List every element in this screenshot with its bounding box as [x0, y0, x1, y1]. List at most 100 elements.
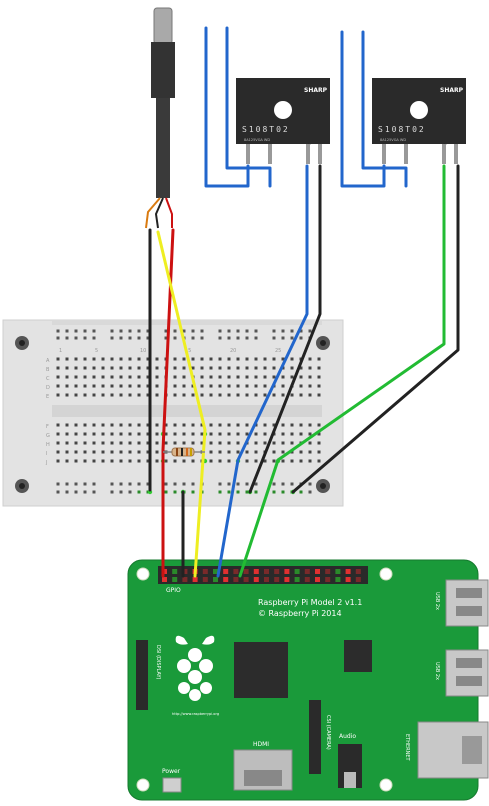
temperature-sensor-probe [145, 7, 175, 229]
breadboard-hole [290, 375, 294, 379]
gpio-pin [274, 569, 280, 574]
breadboard-hole [119, 423, 123, 427]
breadboard-hole [227, 482, 231, 486]
gpio-pin [355, 577, 361, 582]
breadboard-hole [155, 459, 159, 463]
breadboard-hole [263, 432, 267, 436]
breadboard-hole [290, 366, 294, 370]
breadboard-hole [272, 423, 276, 427]
breadboard-hole [299, 423, 303, 427]
solid-state-relay-1: SHARP S108T02 8A125VGA WD + - [236, 78, 330, 164]
breadboard-hole [209, 393, 213, 397]
breadboard-hole [209, 366, 213, 370]
breadboard-hole [272, 459, 276, 463]
breadboard-hole [110, 459, 114, 463]
breadboard-hole [119, 490, 123, 494]
breadboard-hole [128, 459, 132, 463]
breadboard-hole [227, 357, 231, 361]
solid-state-relay-2: SHARP S108T02 8A125VGA WD + - [372, 78, 466, 164]
breadboard-hole [92, 441, 96, 445]
breadboard-hole [254, 450, 258, 454]
breadboard-hole [65, 336, 69, 340]
breadboard-hole [254, 366, 258, 370]
usb-port-top [445, 579, 489, 627]
breadboard-hole [119, 459, 123, 463]
breadboard-hole [218, 450, 222, 454]
breadboard-hole [155, 441, 159, 445]
col-number: 15 [185, 348, 191, 354]
wire-blue [204, 26, 250, 188]
gpio-pin [335, 569, 341, 574]
breadboard-hole [299, 366, 303, 370]
gpio-pin [325, 569, 331, 574]
breadboard-hole [236, 482, 240, 486]
breadboard-hole [281, 384, 285, 388]
breadboard-hole [272, 490, 276, 494]
breadboard-hole [290, 336, 294, 340]
breadboard-hole [101, 366, 105, 370]
relay2-model: S108T02 [378, 125, 426, 134]
breadboard-hole [56, 490, 60, 494]
breadboard-hole [209, 423, 213, 427]
gpio-pin [294, 577, 300, 582]
breadboard-hole [173, 366, 177, 370]
breadboard-hole [173, 459, 177, 463]
breadboard-hole [128, 329, 132, 333]
breadboard-hole [236, 336, 240, 340]
breadboard-hole [317, 366, 321, 370]
col-number: 10 [140, 348, 146, 354]
breadboard-hole [272, 375, 276, 379]
breadboard-hole [317, 393, 321, 397]
breadboard-hole [146, 432, 150, 436]
breadboard-hole [317, 423, 321, 427]
breadboard-hole [245, 329, 249, 333]
breadboard-hole [299, 450, 303, 454]
breadboard-hole [182, 393, 186, 397]
breadboard-hole [218, 336, 222, 340]
wire-blue [340, 30, 386, 188]
breadboard-hole [200, 329, 204, 333]
breadboard-hole [65, 393, 69, 397]
breadboard-hole [191, 432, 195, 436]
breadboard-hole [110, 384, 114, 388]
resistor [163, 447, 205, 457]
breadboard-hole [83, 375, 87, 379]
breadboard-hole [281, 393, 285, 397]
breadboard-hole [236, 450, 240, 454]
breadboard-hole [128, 432, 132, 436]
breadboard-hole [191, 441, 195, 445]
breadboard-hole [173, 375, 177, 379]
row-letter: C [46, 376, 50, 382]
breadboard-hole [128, 384, 132, 388]
breadboard-hole [299, 329, 303, 333]
gpio-pin [345, 569, 351, 574]
lan-chip [344, 640, 372, 672]
breadboard-hole [74, 336, 78, 340]
breadboard-hole [92, 423, 96, 427]
row-letter: F [46, 424, 49, 430]
breadboard-hole [119, 450, 123, 454]
breadboard-hole [173, 329, 177, 333]
breadboard-hole [101, 375, 105, 379]
breadboard-hole [65, 441, 69, 445]
breadboard-hole [299, 336, 303, 340]
breadboard-hole [272, 393, 276, 397]
breadboard-hole [245, 459, 249, 463]
breadboard-hole [137, 336, 141, 340]
breadboard-hole [308, 459, 312, 463]
breadboard-hole [218, 357, 222, 361]
gpio-pin [213, 569, 218, 574]
breadboard-hole [308, 432, 312, 436]
breadboard-hole [119, 336, 123, 340]
breadboard-hole [83, 441, 87, 445]
col-number: 1 [59, 348, 62, 354]
breadboard-hole [245, 357, 249, 361]
breadboard-hole [65, 450, 69, 454]
breadboard-hole [182, 432, 186, 436]
row-letter: B [46, 367, 50, 373]
col-number: 25 [275, 348, 281, 354]
breadboard-hole [290, 329, 294, 333]
breadboard-hole [83, 329, 87, 333]
breadboard-hole [182, 366, 186, 370]
breadboard-hole [164, 336, 168, 340]
